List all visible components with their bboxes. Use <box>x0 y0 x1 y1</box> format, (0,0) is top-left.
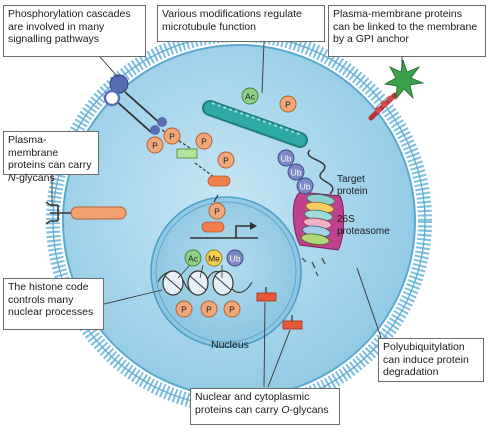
gpi-anchored-protein <box>368 59 425 121</box>
phospho-tag-histone: P <box>223 300 241 318</box>
phospho-tag-label: P <box>285 99 291 109</box>
callout-o-glycans: Nuclear and cytoplasmic proteins can car… <box>190 388 340 425</box>
nucleus-label: Nucleus <box>211 339 249 351</box>
phospho-tag-circle <box>163 127 181 145</box>
phospho-tag-histone: P <box>200 300 218 318</box>
proteasome: Target protein 26S proteasome <box>292 149 390 277</box>
o-letter: O <box>281 403 290 416</box>
n-glycan-protein <box>45 201 127 225</box>
proteasome-label: 26S <box>337 214 355 225</box>
callout-polyubiquitylation: Polyubiquitylation can induce protein de… <box>378 338 484 382</box>
ubiquitin-tag-polyubiquitin: Ub <box>287 163 305 181</box>
methyl-tag-circle <box>205 249 223 267</box>
acetyl-tag-histone: Ac <box>184 249 202 267</box>
phospho-tag-receptor: P <box>146 136 164 154</box>
callout-o-glycans-suffix: -glycans <box>289 403 329 416</box>
callout-gpi-anchor: Plasma-membrane proteins can be linked t… <box>328 5 486 57</box>
callout-polyubiquitylation-text: Polyubiquitylation can induce protein de… <box>383 341 469 378</box>
callout-n-glycans: Plasma-membrane proteins can carry N-gly… <box>3 131 99 184</box>
phospho-tag-label: P <box>201 136 207 146</box>
phospho-tag-circle <box>200 300 218 318</box>
methyl-tag-label: Me <box>208 253 220 263</box>
phospho-tag-promoter: P <box>208 202 226 220</box>
ubiquitin-tag-circle <box>226 249 244 267</box>
callout-gpi-text: Plasma-membrane proteins can be linked t… <box>333 8 478 45</box>
n-letter: N <box>8 171 16 184</box>
acetyl-tag-microtubule: Ac <box>241 87 259 105</box>
ubiquitin-tag-label: Ub <box>230 253 241 263</box>
phospho-tag-histone: P <box>175 300 193 318</box>
phospho-tag-microtubule: P <box>279 95 297 113</box>
proteasome-label-2: proteasome <box>337 226 390 237</box>
ubiquitin-tag-polyubiquitin: Ub <box>277 149 295 167</box>
callout-microtubule-text: Various modifications regulate microtubu… <box>162 8 302 33</box>
ubiquitin-tag-label: Ub <box>281 153 292 163</box>
callout-histone-code: The histone code controls many nuclear p… <box>3 278 104 330</box>
phospho-tag-label: P <box>181 304 187 314</box>
callout-n-glycans-suffix: -glycans <box>15 171 55 184</box>
callout-microtubule: Various modifications regulate microtubu… <box>157 5 325 42</box>
phospho-tag-circle <box>217 151 235 169</box>
callout-o-glycans-prefix: proteins can carry <box>195 403 282 416</box>
callout-phosphorylation: Phosphorylation cascades are involved in… <box>3 5 146 57</box>
gene-promoter <box>190 221 258 239</box>
callout-o-glycans-line1: Nuclear and cytoplasmic <box>195 391 310 403</box>
methyl-tag-histone: Me <box>205 249 223 267</box>
ubiquitin-tag-label: Ub <box>291 167 302 177</box>
callout-phosphorylation-text: Phosphorylation cascades are involved in… <box>8 8 131 45</box>
phospho-tag-label: P <box>223 155 229 165</box>
phospho-tag-circle <box>208 202 226 220</box>
phospho-tag-cascade: P <box>217 151 235 169</box>
phospho-tag-label: P <box>214 206 220 216</box>
callout-histone-text: The histone code controls many nuclear p… <box>8 281 94 318</box>
phospho-tag-label: P <box>229 304 235 314</box>
phospho-tag-circle <box>195 132 213 150</box>
microtubule <box>202 100 308 148</box>
ubiquitin-tag-polyubiquitin: Ub <box>296 177 314 195</box>
phospho-tag-circle <box>146 136 164 154</box>
phospho-tag-label: P <box>206 304 212 314</box>
acetyl-tag-circle <box>184 249 202 267</box>
chromatin <box>157 264 253 296</box>
acetyl-tag-label: Ac <box>245 91 256 101</box>
acetyl-tag-label: Ac <box>188 253 199 263</box>
ubiquitin-tag-circle <box>277 149 295 167</box>
phospho-tag-label: P <box>169 131 175 141</box>
phospho-tag-circle <box>279 95 297 113</box>
phospho-tag-label: P <box>152 140 158 150</box>
acetyl-tag-circle <box>241 87 259 105</box>
o-glycan-proteins <box>256 287 303 330</box>
ubiquitin-tag-histone: Ub <box>226 249 244 267</box>
callout-n-glycans-text: Plasma-membrane proteins can carry <box>8 134 92 171</box>
phospho-tag-circle <box>223 300 241 318</box>
target-protein-label-2: protein <box>337 186 368 197</box>
phospho-tag-receptor: P <box>163 127 181 145</box>
phospho-tag-cascade: P <box>195 132 213 150</box>
target-protein-label: Target <box>337 174 365 185</box>
ubiquitin-tag-label: Ub <box>300 181 311 191</box>
ubiquitin-tag-circle <box>296 177 314 195</box>
phospho-tag-circle <box>175 300 193 318</box>
ubiquitin-tag-circle <box>287 163 305 181</box>
